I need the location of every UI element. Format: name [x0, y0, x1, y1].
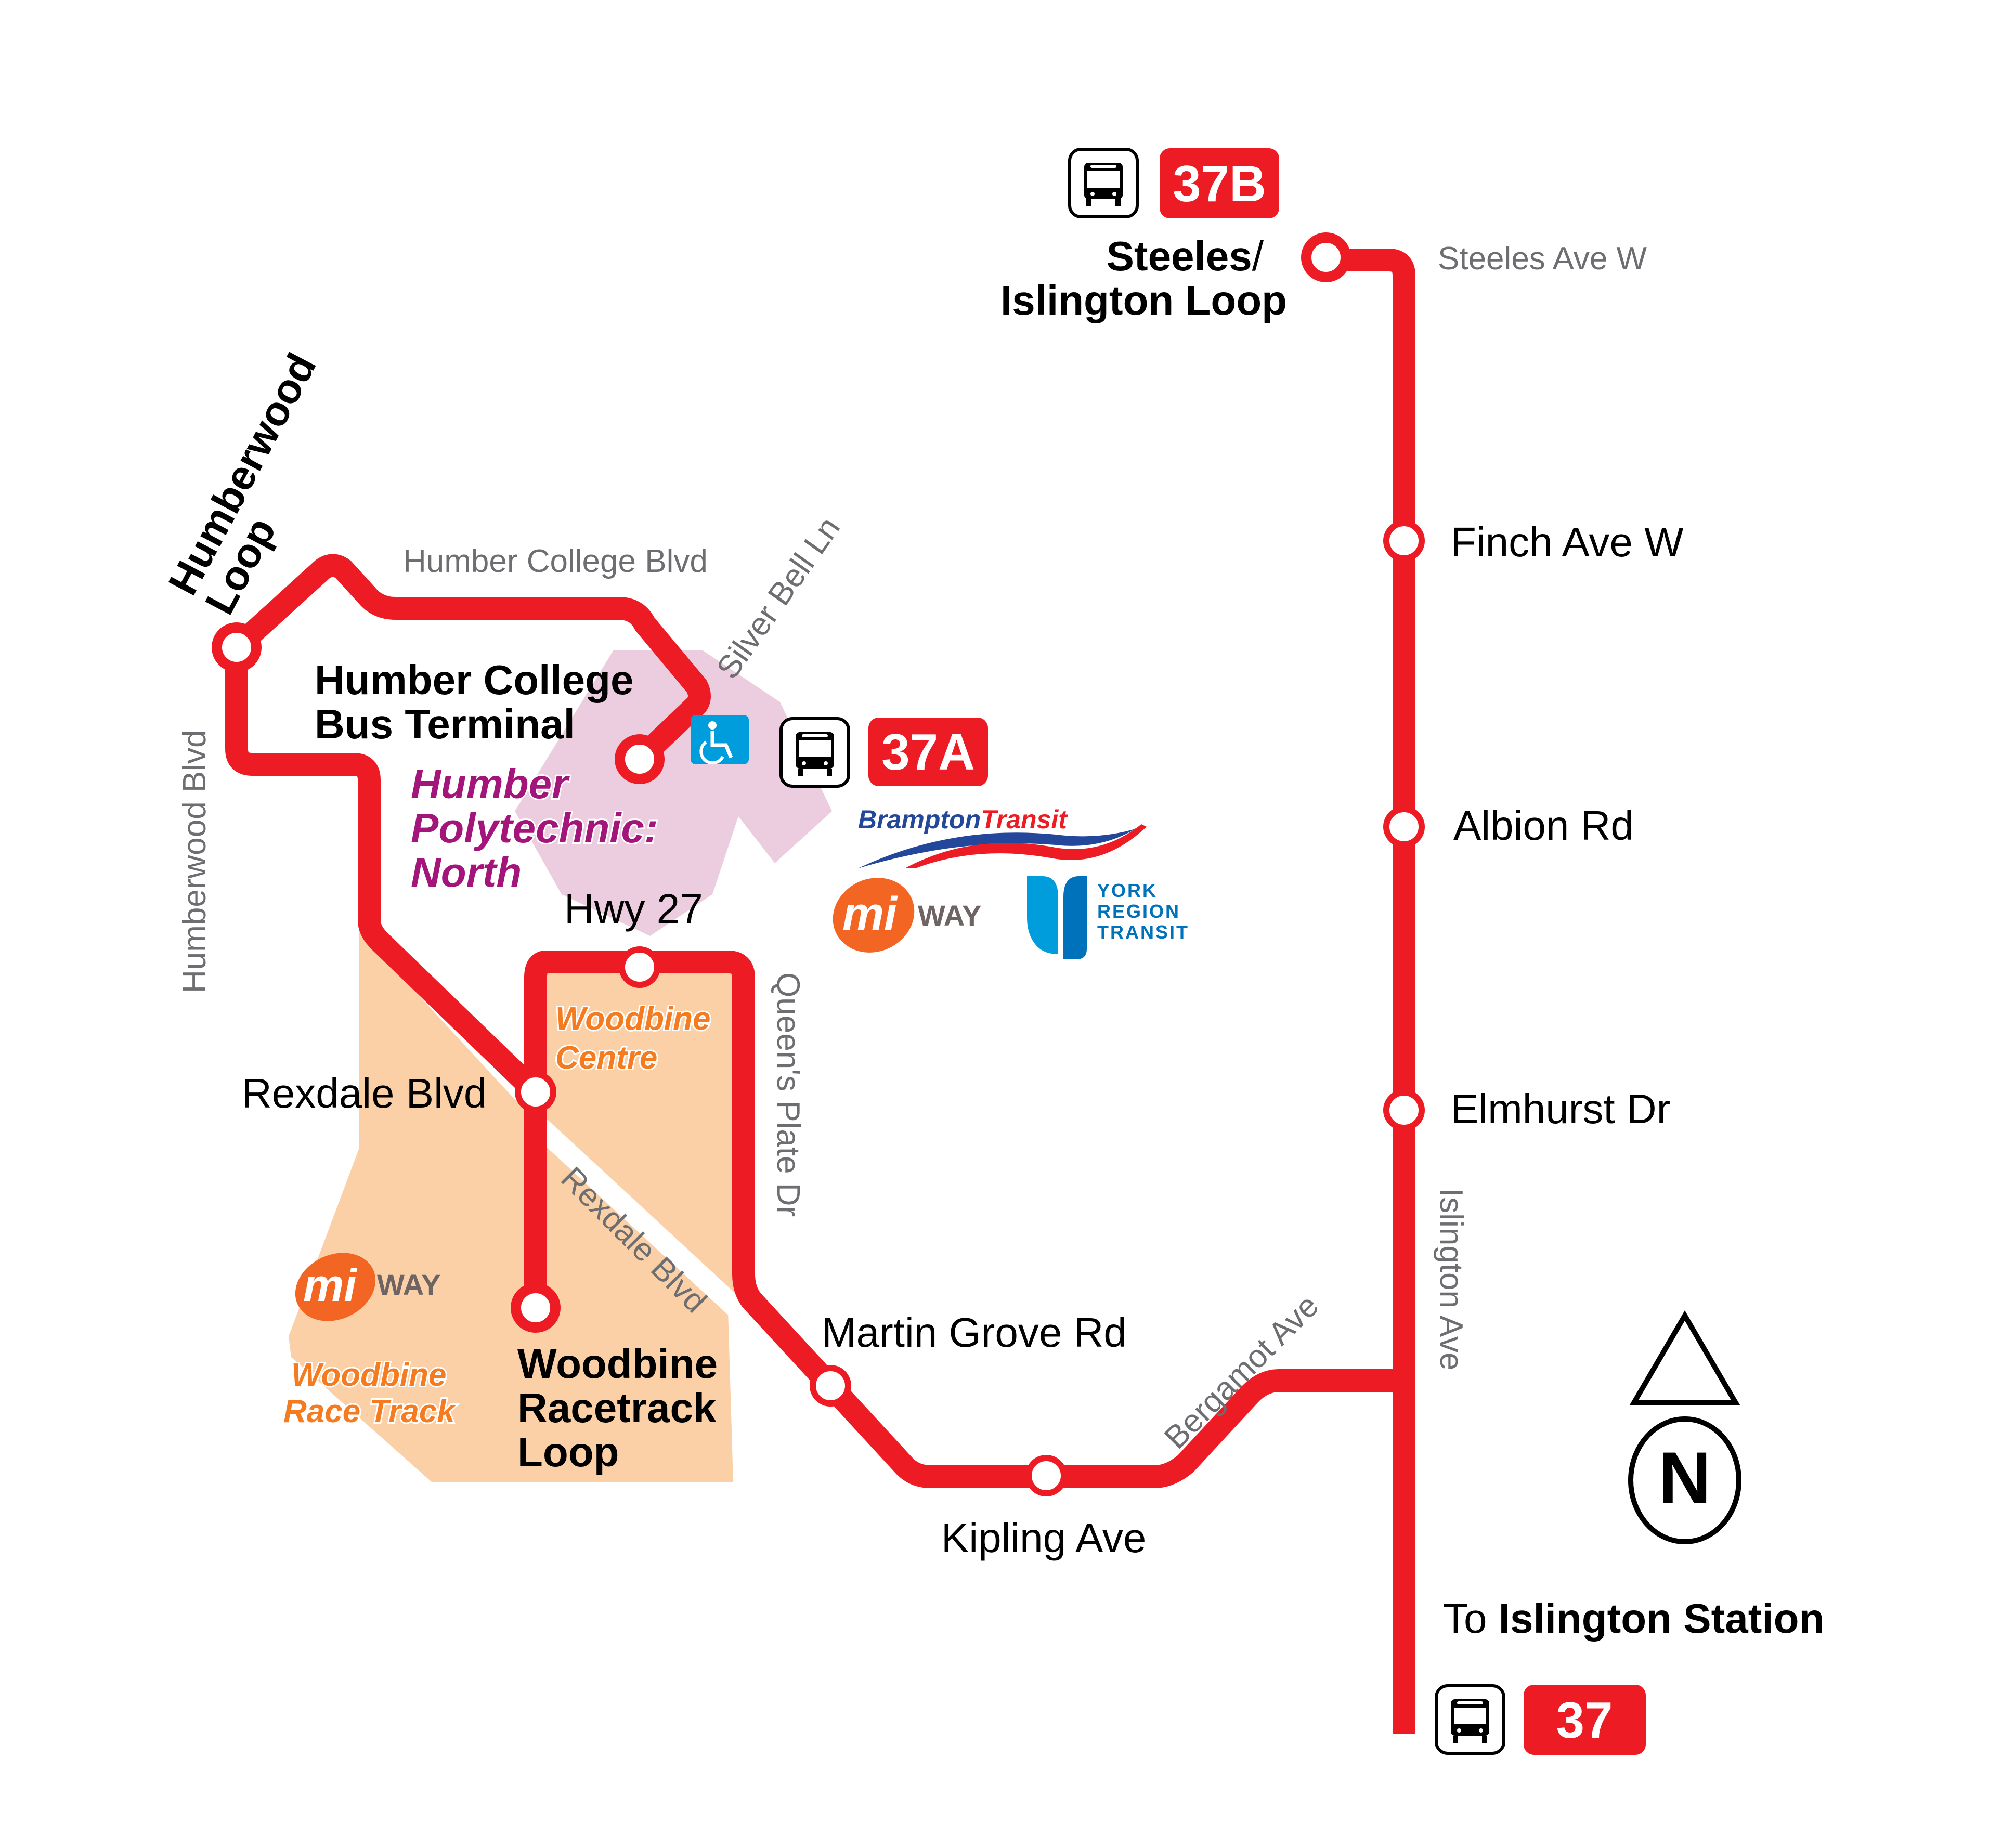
svg-text:37B: 37B — [1173, 155, 1266, 212]
route-badge-37a[interactable]: 37A — [868, 718, 988, 786]
terminal-label-islington-loop: Islington Loop — [1000, 277, 1287, 323]
stop-label-finch: Finch Ave W — [1451, 519, 1684, 565]
area-woodbine — [289, 931, 746, 1482]
area-label-humber-1: Humber — [411, 761, 570, 807]
miway-logo-woodbine: mi WAY — [295, 1253, 440, 1321]
terminal-label-humber-college-1: Humber College — [315, 657, 633, 703]
stop-label-albion: Albion Rd — [1453, 802, 1634, 849]
svg-text:WAY: WAY — [377, 1268, 440, 1301]
area-label-woodbine-centre-2: Centre — [555, 1040, 657, 1076]
terminal-label-humberwood: Humberwood Loop — [159, 346, 325, 622]
bus-icon-37 — [1435, 1684, 1505, 1755]
terminal-label-woodbine-1: Woodbine — [517, 1341, 718, 1387]
svg-text:N: N — [1658, 1437, 1711, 1518]
street-humber-college-blvd: Humber College Blvd — [403, 543, 708, 579]
stop-label-rexdale: Rexdale Blvd — [242, 1070, 487, 1116]
stop-label-martin-grove: Martin Grove Rd — [822, 1309, 1127, 1356]
bus-icon-37a — [779, 717, 850, 788]
svg-text:YORK: YORK — [1097, 880, 1158, 901]
terminal-label-woodbine-2: Racetrack — [517, 1385, 717, 1431]
area-label-race-track-2: Race Track — [283, 1394, 457, 1429]
street-silver-bell: Silver Bell Ln — [710, 511, 847, 685]
stop-rexdale[interactable] — [515, 1071, 556, 1113]
north-arrow-icon: N — [1628, 1310, 1741, 1544]
stop-finch[interactable] — [1383, 520, 1425, 562]
svg-text:REGION: REGION — [1097, 901, 1180, 922]
street-queens-plate: Queen's Plate Dr — [770, 972, 806, 1217]
route-37-line — [225, 249, 1415, 1734]
york-region-transit-logo: YORK REGION TRANSIT — [1027, 876, 1189, 959]
street-islington: Islington Ave — [1433, 1188, 1469, 1370]
terminal-steeles-islington[interactable] — [1301, 232, 1351, 282]
stop-albion[interactable] — [1383, 806, 1425, 848]
wheelchair-accessible-icon — [691, 715, 749, 765]
terminal-woodbine-racetrack[interactable] — [511, 1283, 561, 1333]
terminal-label-steeles: Steeles/ — [1107, 233, 1264, 279]
svg-text:TRANSIT: TRANSIT — [1097, 921, 1189, 943]
terminal-label-humber-college-2: Bus Terminal — [315, 701, 575, 747]
stop-label-hwy27: Hwy 27 — [564, 886, 703, 932]
bus-icon-37b — [1068, 148, 1139, 218]
svg-text:BramptonTransit: BramptonTransit — [858, 805, 1068, 834]
svg-text:mi: mi — [842, 888, 898, 940]
route-badge-37[interactable]: 37 — [1524, 1685, 1646, 1755]
street-steeles: Steeles Ave W — [1438, 241, 1647, 277]
brampton-transit-logo: BramptonTransit — [858, 805, 1147, 868]
area-label-humber-2: Polytechnic: — [411, 805, 658, 851]
svg-text:mi: mi — [303, 1259, 357, 1311]
stop-label-kipling: Kipling Ave — [941, 1515, 1146, 1561]
area-label-race-track-1: Woodbine — [291, 1357, 446, 1393]
stop-label-elmhurst: Elmhurst Dr — [1451, 1086, 1670, 1132]
svg-text:WAY: WAY — [918, 899, 981, 932]
route-badge-37b[interactable]: 37B — [1160, 148, 1279, 218]
terminal-label-woodbine-3: Loop — [517, 1429, 619, 1475]
svg-text:37: 37 — [1556, 1691, 1613, 1749]
svg-text:37A: 37A — [881, 723, 975, 780]
miway-logo: mi WAY — [833, 878, 981, 953]
stop-martin-grove[interactable] — [810, 1365, 851, 1407]
area-label-woodbine-centre-1: Woodbine — [555, 1001, 710, 1037]
area-label-humber-3: North — [411, 849, 522, 895]
stop-elmhurst[interactable] — [1383, 1089, 1425, 1131]
terminal-humberwood[interactable] — [212, 622, 262, 672]
terminal-humber-college[interactable] — [615, 734, 665, 784]
destination-label: To Islington Station — [1443, 1595, 1824, 1642]
street-humberwood-blvd: Humberwood Blvd — [177, 730, 213, 993]
stop-hwy27[interactable] — [619, 946, 660, 988]
stops — [212, 232, 1425, 1496]
stop-kipling[interactable] — [1025, 1455, 1067, 1496]
area-humber-polytechnic — [515, 650, 832, 936]
